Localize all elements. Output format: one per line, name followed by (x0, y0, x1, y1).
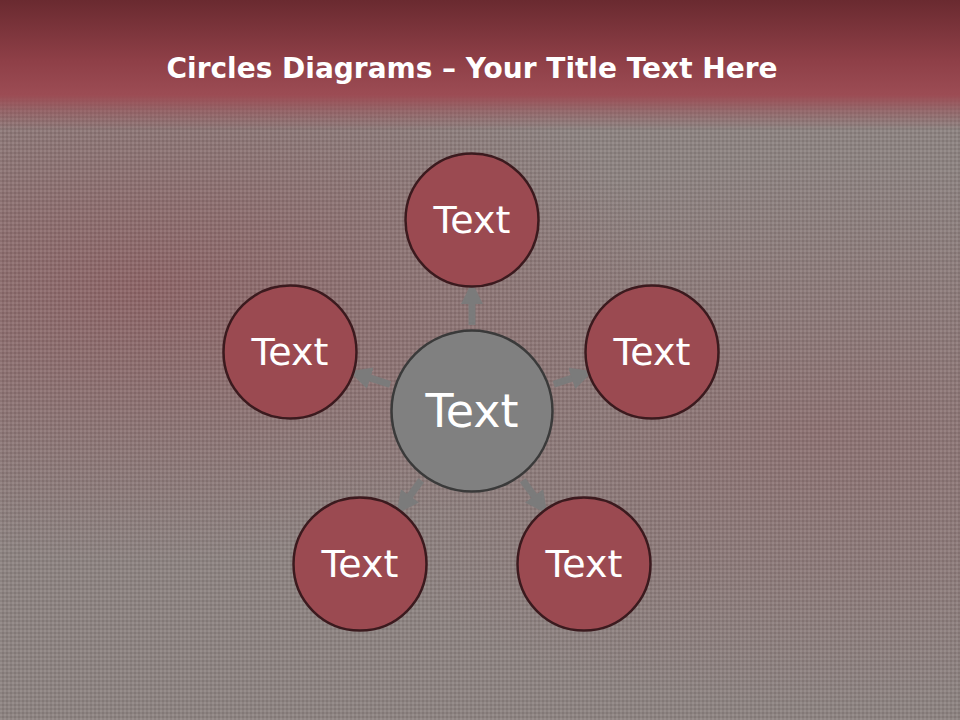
outer-circle: Text (516, 496, 652, 632)
node-text: Text (434, 198, 511, 242)
center-circle: Text (390, 329, 554, 493)
outer-circle: Text (584, 284, 720, 420)
slide-title: Circles Diagrams – Your Title Text Here (0, 52, 944, 85)
node-label: Text (516, 496, 652, 632)
node-label: Text (404, 152, 540, 288)
arrow-connector (407, 480, 421, 499)
node-text: Text (252, 330, 329, 374)
arrow-connector (366, 377, 390, 385)
circle-shape (392, 331, 553, 492)
node-text: Text (322, 542, 399, 586)
circle-shape (406, 154, 539, 287)
node-text: Text (425, 384, 518, 438)
outer-circle: Text (404, 152, 540, 288)
circle-shape (224, 286, 357, 419)
circle-shape (518, 498, 651, 631)
node-label: Text (390, 329, 554, 493)
circle-shape (586, 286, 719, 419)
node-label: Text (222, 284, 358, 420)
outer-circle: Text (292, 496, 428, 632)
node-label: Text (584, 284, 720, 420)
outer-circle: Text (222, 284, 358, 420)
arrow-connector (523, 480, 537, 499)
node-text: Text (546, 542, 623, 586)
arrow-connector (554, 377, 576, 384)
node-text: Text (614, 330, 691, 374)
circle-shape (294, 498, 427, 631)
node-label: Text (292, 496, 428, 632)
arrow-connector (469, 300, 476, 325)
